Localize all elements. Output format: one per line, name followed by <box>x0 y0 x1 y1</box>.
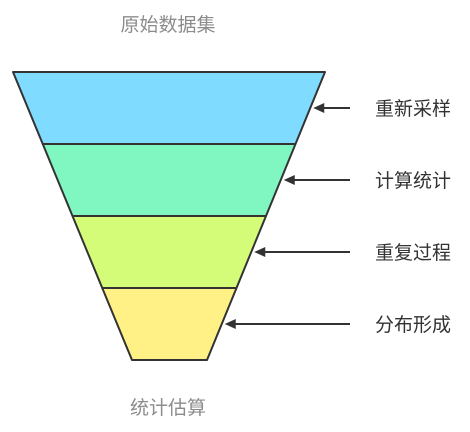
funnel-band-2 <box>41 143 297 217</box>
top-caption: 原始数据集 <box>120 14 215 36</box>
stage-label-3: 重复过程 <box>375 242 451 264</box>
funnel-band-3 <box>71 215 267 289</box>
stage-label-2: 计算统计 <box>375 170 451 192</box>
arrow-head-3 <box>254 247 266 257</box>
stage-label-1: 重新采样 <box>375 98 451 120</box>
funnel-band-4 <box>101 287 238 361</box>
bottom-caption: 统计估算 <box>130 397 206 419</box>
arrow-head-2 <box>283 175 295 185</box>
funnel-band-1 <box>12 71 326 145</box>
funnel-bands <box>12 71 326 361</box>
stage-label-4: 分布形成 <box>375 314 451 336</box>
funnel-arrows <box>224 103 350 329</box>
arrow-head-4 <box>224 319 236 329</box>
arrow-head-1 <box>313 103 325 113</box>
